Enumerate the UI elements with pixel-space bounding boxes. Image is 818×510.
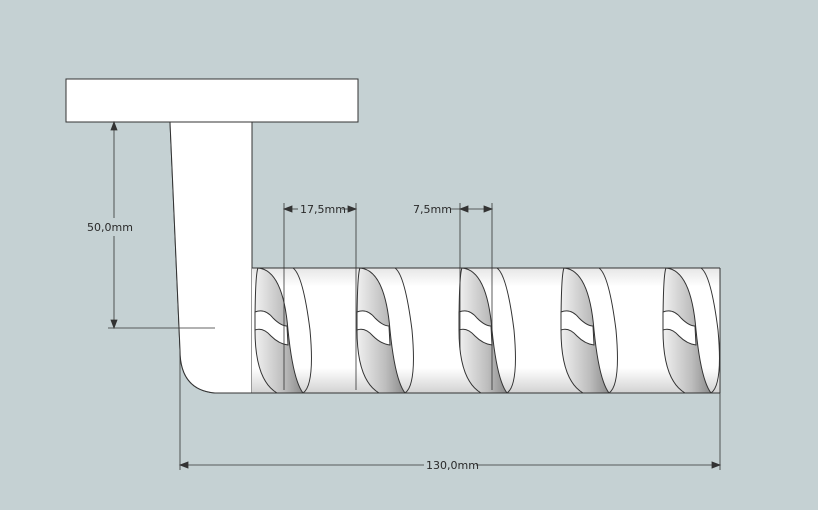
coil-groove (254, 267, 312, 394)
gap-dimension-label: 7,5mm (413, 203, 452, 216)
coil-groove (458, 267, 516, 394)
dimension-height (108, 120, 215, 330)
coil-groove (662, 267, 720, 394)
height-dimension-label: 50,0mm (87, 221, 133, 234)
pitch-dimension-label: 17,5mm (300, 203, 346, 216)
length-dimension-label: 130,0mm (426, 459, 479, 472)
mount-plate (65, 78, 359, 123)
coil-groove (560, 267, 618, 394)
coil-groove (356, 267, 414, 394)
dimension-gap (450, 203, 494, 390)
dimension-pitch (282, 203, 358, 390)
dimension-length (178, 350, 722, 470)
